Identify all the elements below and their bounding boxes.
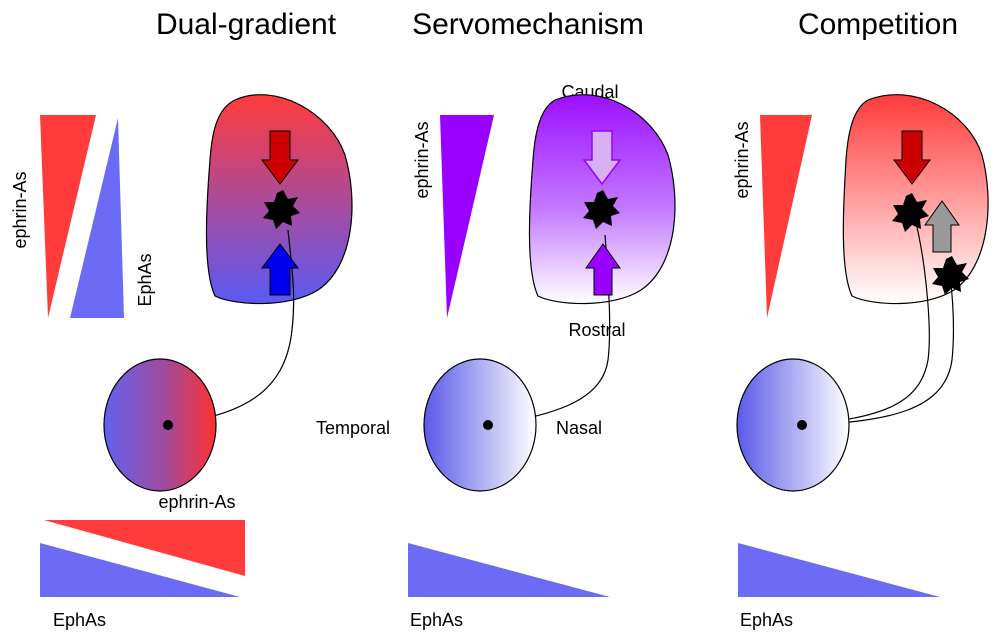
retina-point [483, 420, 493, 430]
epha-horizontal-wedge [738, 543, 940, 597]
ephrin-gradient-wedge [40, 115, 96, 318]
panel-title: Servomechanism [412, 8, 644, 41]
ephrin-gradient-wedge [760, 115, 812, 318]
ephas-bottom-label: EphAs [740, 610, 793, 630]
panel-dual-gradient: Dual-gradient ephrin-As EphAs ephrin-As … [10, 8, 353, 630]
ephrin-horizontal-wedge [44, 520, 245, 576]
ephrin-horizontal-label: ephrin-As [158, 492, 235, 512]
ephrin-vertical-label: ephrin-As [732, 121, 752, 198]
epha-horizontal-wedge [40, 543, 240, 597]
panel-title: Competition [798, 8, 958, 41]
up-arrow-icon [924, 200, 960, 253]
up-arrow-outline [261, 243, 299, 296]
down-arrow-icon [261, 130, 299, 185]
panel-competition: Competition ephrin-As EphAs [732, 8, 989, 630]
starburst-icon-second [932, 256, 969, 295]
retinal-axon-second [801, 274, 955, 426]
retina-disc [103, 358, 217, 492]
temporal-label: Temporal [316, 418, 390, 438]
panel-title: Dual-gradient [156, 8, 337, 41]
retina-point [163, 420, 173, 430]
panel-servomechanism: Servomechanism ephrin-As Caudal Rostral … [316, 8, 676, 630]
ephas-bottom-label: EphAs [53, 610, 106, 630]
rostral-label: Rostral [568, 320, 625, 340]
ephrin-gradient-wedge [440, 115, 494, 318]
nasal-label: Nasal [556, 418, 602, 438]
starburst-icon [583, 190, 620, 229]
ephrin-vertical-label: ephrin-As [10, 171, 30, 248]
starburst-icon [892, 193, 929, 232]
down-arrow-icon [893, 130, 931, 185]
up-arrow-icon [585, 243, 621, 296]
starburst-icon [263, 190, 300, 229]
tectum-shape [842, 94, 989, 305]
ephrin-vertical-label: ephrin-As [412, 121, 432, 198]
epha-gradient-wedge [70, 118, 124, 318]
down-arrow-icon [582, 130, 622, 186]
retina-point [797, 420, 807, 430]
epha-horizontal-wedge [408, 543, 610, 597]
retina-disc [423, 358, 537, 492]
retina-disc [736, 358, 850, 492]
retinal-axon [801, 214, 930, 426]
ephas-vertical-label: EphAs [135, 253, 155, 306]
ephas-bottom-label: EphAs [410, 610, 463, 630]
